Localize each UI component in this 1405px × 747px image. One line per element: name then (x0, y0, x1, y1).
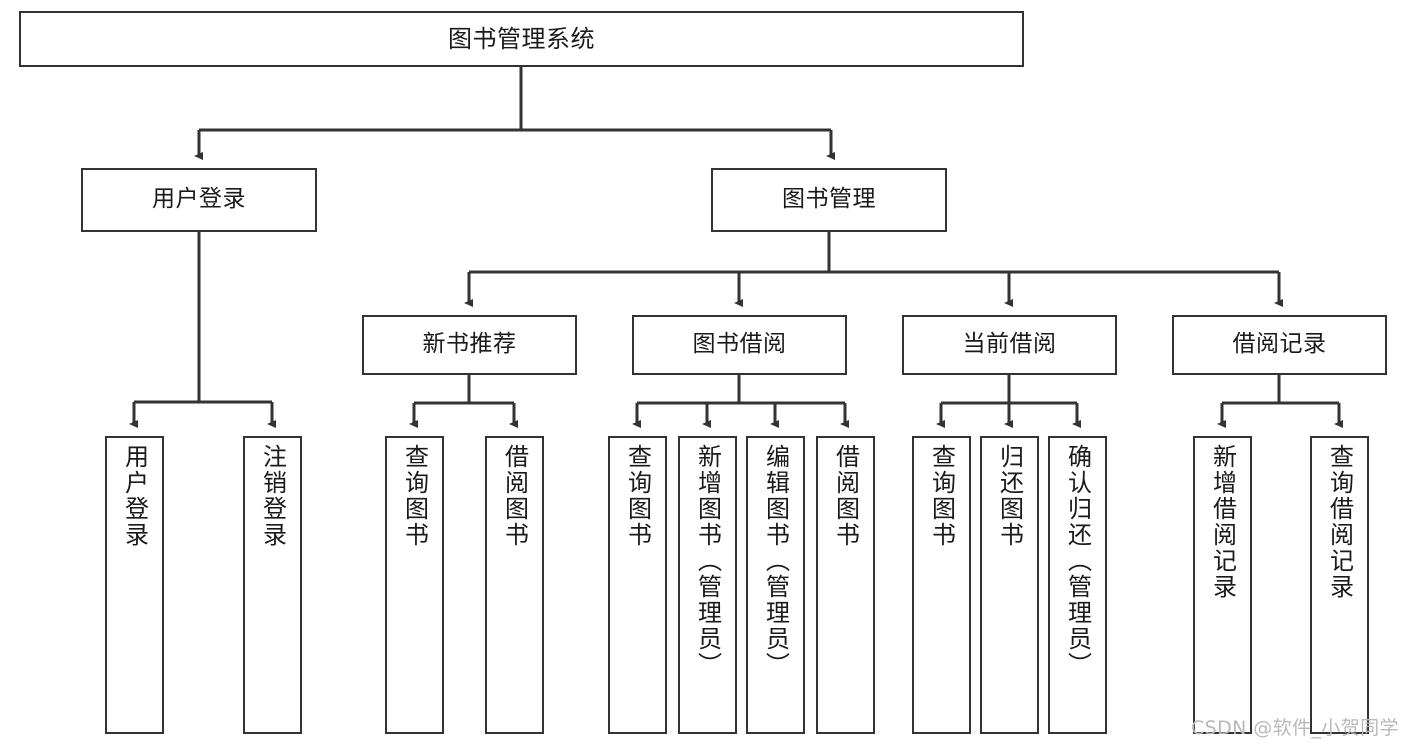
node-leaf-query-book-3[interactable]: 查询图书 (912, 436, 971, 734)
node-leaf-query-record[interactable]: 查询借阅记录 (1310, 436, 1369, 734)
node-leaf-return-book-label: 归还图书 (995, 444, 1024, 548)
node-leaf-query-book-1[interactable]: 查询图书 (385, 436, 444, 734)
csdn-watermark: CSDN @软件_小贺同学 (1191, 717, 1399, 739)
node-new-book-recommend[interactable]: 新书推荐 (362, 315, 577, 375)
node-book-borrow[interactable]: 图书借阅 (632, 315, 847, 375)
node-user-login[interactable]: 用户登录 (81, 168, 317, 232)
node-leaf-query-record-label: 查询借阅记录 (1325, 444, 1354, 600)
node-leaf-user-login-label: 用户登录 (120, 444, 149, 548)
node-book-management[interactable]: 图书管理 (711, 168, 947, 232)
node-leaf-confirm-return[interactable]: 确认归还（管理员） (1048, 436, 1107, 734)
node-leaf-confirm-return-label: 确认归还（管理员） (1063, 444, 1092, 678)
node-leaf-edit-book[interactable]: 编辑图书（管理员） (746, 436, 805, 734)
node-book-management-label: 图书管理 (782, 186, 876, 213)
node-leaf-borrow-book-1-label: 借阅图书 (500, 444, 529, 548)
node-leaf-logout-label: 注销登录 (258, 444, 287, 548)
node-leaf-add-record[interactable]: 新增借阅记录 (1193, 436, 1252, 734)
node-book-borrow-label: 图书借阅 (692, 331, 787, 358)
node-leaf-borrow-book-2-label: 借阅图书 (831, 444, 860, 548)
node-root-label: 图书管理系统 (448, 24, 595, 53)
node-leaf-logout[interactable]: 注销登录 (243, 436, 302, 734)
node-leaf-borrow-book-2[interactable]: 借阅图书 (816, 436, 875, 734)
node-leaf-add-book[interactable]: 新增图书（管理员） (678, 436, 737, 734)
node-current-borrow-label: 当前借阅 (962, 331, 1057, 358)
node-leaf-return-book[interactable]: 归还图书 (980, 436, 1039, 734)
node-leaf-query-book-2[interactable]: 查询图书 (608, 436, 667, 734)
node-leaf-user-login[interactable]: 用户登录 (105, 436, 164, 734)
node-leaf-borrow-book-1[interactable]: 借阅图书 (485, 436, 544, 734)
node-leaf-add-book-label: 新增图书（管理员） (693, 444, 722, 678)
node-leaf-add-record-label: 新增借阅记录 (1208, 444, 1237, 600)
node-leaf-query-book-3-label: 查询图书 (927, 444, 956, 548)
node-root[interactable]: 图书管理系统 (19, 11, 1024, 67)
node-current-borrow[interactable]: 当前借阅 (902, 315, 1117, 375)
node-leaf-edit-book-label: 编辑图书（管理员） (761, 444, 790, 678)
node-leaf-query-book-2-label: 查询图书 (623, 444, 652, 548)
node-leaf-query-book-1-label: 查询图书 (400, 444, 429, 548)
node-borrow-record[interactable]: 借阅记录 (1172, 315, 1387, 375)
node-borrow-record-label: 借阅记录 (1232, 331, 1327, 358)
node-new-book-recommend-label: 新书推荐 (422, 331, 517, 358)
node-user-login-label: 用户登录 (152, 186, 246, 213)
